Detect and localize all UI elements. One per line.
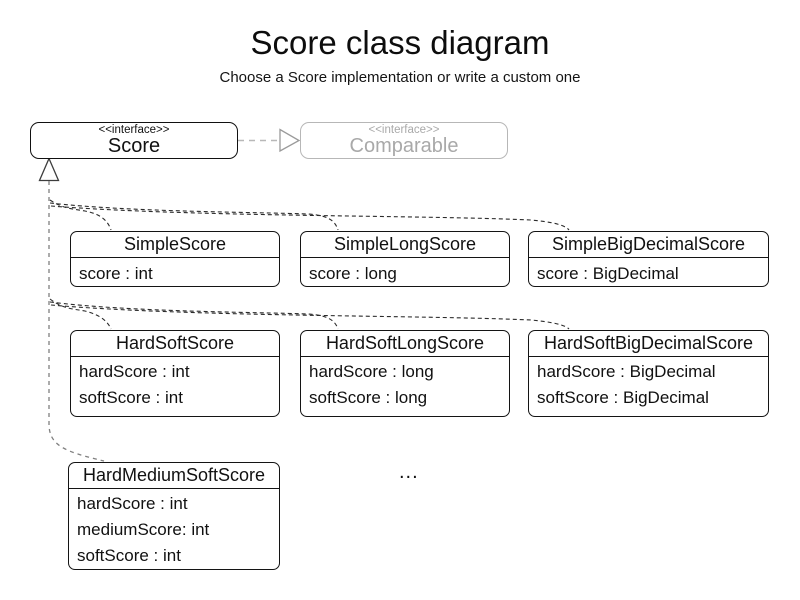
realization-arrowhead-icon <box>279 128 301 153</box>
class-box-simplelongscore: SimpleLongScore score : long <box>300 231 510 287</box>
class-attributes-compartment: hardScore : int mediumScore: int softSco… <box>69 489 279 569</box>
class-attribute: softScore : BigDecimal <box>537 388 709 407</box>
generalization-arrowhead-icon <box>38 156 60 182</box>
class-name: HardSoftScore <box>71 331 279 357</box>
class-name: SimpleLongScore <box>301 232 509 258</box>
class-attribute: score : long <box>309 264 397 283</box>
class-attribute: mediumScore: int <box>77 520 210 539</box>
branch-line-simplelongscore <box>49 202 339 231</box>
class-attribute: hardScore : int <box>77 494 188 513</box>
spine-line <box>48 181 105 462</box>
class-attributes-compartment: hardScore : long softScore : long <box>301 357 509 411</box>
class-attribute: hardScore : long <box>309 362 434 381</box>
class-attributes-compartment: score : BigDecimal <box>529 258 768 287</box>
class-box-hardsoftlongscore: HardSoftLongScore hardScore : long softS… <box>300 330 510 417</box>
class-attribute: hardScore : BigDecimal <box>537 362 716 381</box>
interface-name: Comparable <box>349 135 459 157</box>
class-name: SimpleScore <box>71 232 279 258</box>
diagram-subtitle: Choose a Score implementation or write a… <box>219 69 581 86</box>
class-attribute: softScore : long <box>309 388 428 407</box>
class-attribute: softScore : int <box>77 546 181 565</box>
class-attribute: hardScore : int <box>79 362 190 381</box>
branch-line-hardsoftscore <box>49 298 112 330</box>
interface-box-score: <<interface>> Score <box>30 122 238 159</box>
interface-box-comparable: <<interface>> Comparable <box>300 122 508 159</box>
class-box-simplescore: SimpleScore score : int <box>70 231 280 287</box>
branch-line-hardsoftlongscore <box>49 301 339 330</box>
branch-line-simplescore <box>49 199 112 231</box>
class-name: HardMediumSoftScore <box>69 463 279 489</box>
class-box-simplebigdecimalscore: SimpleBigDecimalScore score : BigDecimal <box>528 231 769 287</box>
class-box-hardmediumsoftscore: HardMediumSoftScore hardScore : int medi… <box>68 462 280 570</box>
class-name: HardSoftBigDecimalScore <box>529 331 768 357</box>
interface-stereotype: <<interface>> <box>98 124 170 136</box>
interface-stereotype: <<interface>> <box>368 124 440 136</box>
more-implementations-ellipsis: ... <box>399 461 419 483</box>
branch-line-hardsoftbigdecimalscore <box>50 304 570 330</box>
class-box-hardsoftscore: HardSoftScore hardScore : int softScore … <box>70 330 280 417</box>
class-attributes-compartment: hardScore : int softScore : int <box>71 357 279 411</box>
class-attributes-compartment: hardScore : BigDecimal softScore : BigDe… <box>529 357 768 411</box>
class-attributes-compartment: score : int <box>71 258 279 287</box>
diagram-title: Score class diagram <box>250 24 550 61</box>
interface-name: Score <box>107 135 161 157</box>
class-name: SimpleBigDecimalScore <box>529 232 768 258</box>
branch-line-simplebigdecimalscore <box>50 205 570 231</box>
class-name: HardSoftLongScore <box>301 331 509 357</box>
class-attributes-compartment: score : long <box>301 258 509 287</box>
class-attribute: score : BigDecimal <box>537 264 679 283</box>
class-box-hardsoftbigdecimalscore: HardSoftBigDecimalScore hardScore : BigD… <box>528 330 769 417</box>
class-attribute: softScore : int <box>79 388 183 407</box>
class-attribute: score : int <box>79 264 153 283</box>
